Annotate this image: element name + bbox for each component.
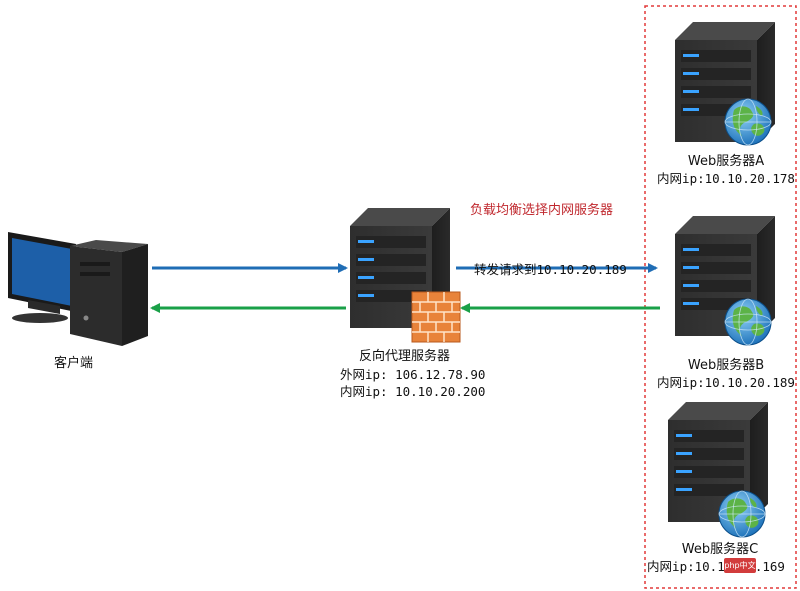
proxy-external-ip: 外网ip: 106.12.78.90 [340,367,486,382]
web-server-b-ip: 内网ip:10.10.20.189 [657,375,795,390]
firewall-icon [411,291,461,343]
forward-request-note: 转发请求到10.10.20.189 [474,262,627,277]
proxy-internal-ip: 内网ip: 10.10.20.200 [340,384,486,399]
web-server-c-ip: 内网ip:10.10.20.169 [647,559,785,574]
client-computer-icon [8,232,148,346]
proxy-label: 反向代理服务器 [359,349,451,364]
web-server-c-name: Web服务器C [681,542,759,557]
client-label: 客户端 [54,356,94,371]
globe-icon [724,298,772,346]
web-server-a-name: Web服务器A [687,154,765,169]
web-server-a-ip: 内网ip:10.10.20.178 [657,171,795,186]
globe-icon [724,98,772,146]
globe-icon [718,490,766,538]
load-balance-note: 负载均衡选择内网服务器 [470,203,614,218]
web-server-b-name: Web服务器B [687,358,765,373]
watermark-badge: php中文网 [724,558,756,585]
